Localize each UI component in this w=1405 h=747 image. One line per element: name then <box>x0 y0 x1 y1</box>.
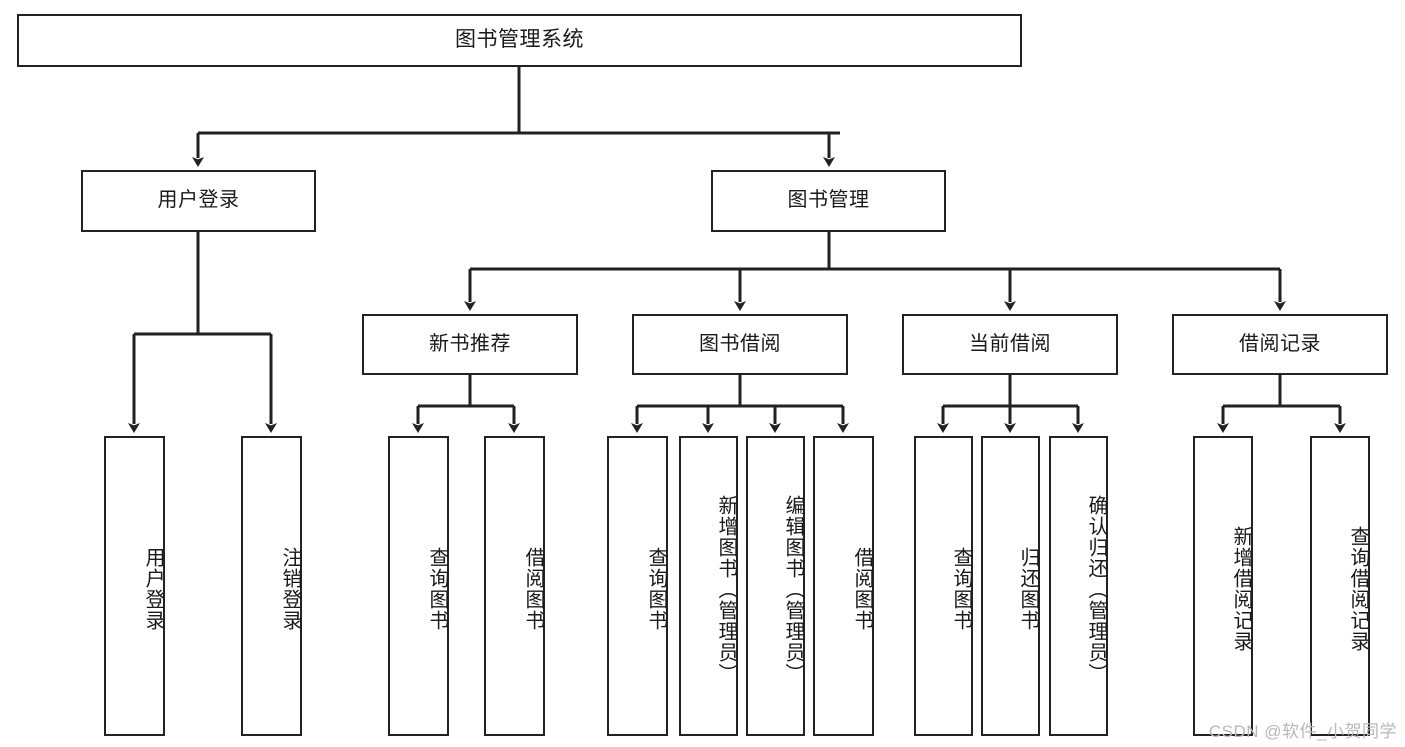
node-borrow-record[interactable]: 借阅记录 <box>1172 314 1388 375</box>
node-leaf-user-login[interactable]: 用户登录 <box>104 436 165 736</box>
node-leaf-add-book-label: 新增图书（管理员） <box>715 494 737 684</box>
node-leaf-user-logout-label: 注销登录 <box>279 547 301 631</box>
node-leaf-query-book-2-label: 查询图书 <box>645 547 667 631</box>
node-leaf-edit-book[interactable]: 编辑图书（管理员） <box>746 436 805 736</box>
node-leaf-borrow-book-1-label: 借阅图书 <box>522 547 544 631</box>
node-leaf-return-book-label: 归还图书 <box>1017 547 1039 631</box>
node-leaf-query-record[interactable]: 查询借阅记录 <box>1310 436 1370 736</box>
node-leaf-confirm-return[interactable]: 确认归还（管理员） <box>1049 436 1108 736</box>
node-leaf-query-book-2[interactable]: 查询图书 <box>607 436 668 736</box>
node-new-book-recommend[interactable]: 新书推荐 <box>362 314 578 375</box>
node-new-book-recommend-label: 新书推荐 <box>429 332 511 355</box>
node-leaf-add-record-label: 新增借阅记录 <box>1230 526 1252 652</box>
node-borrow-record-label: 借阅记录 <box>1239 332 1321 355</box>
node-leaf-edit-book-label: 编辑图书（管理员） <box>782 494 804 684</box>
node-leaf-add-record[interactable]: 新增借阅记录 <box>1193 436 1253 736</box>
node-user-login[interactable]: 用户登录 <box>81 170 316 232</box>
node-root-label: 图书管理系统 <box>455 28 584 52</box>
watermark: CSDN @软件_小贺同学 <box>1208 722 1397 741</box>
node-root[interactable]: 图书管理系统 <box>17 14 1022 67</box>
node-user-login-label: 用户登录 <box>157 189 240 212</box>
node-book-management[interactable]: 图书管理 <box>711 170 946 232</box>
node-leaf-borrow-book-1[interactable]: 借阅图书 <box>484 436 545 736</box>
node-leaf-borrow-book-2[interactable]: 借阅图书 <box>813 436 874 736</box>
node-leaf-query-book-3-label: 查询图书 <box>950 547 972 631</box>
node-leaf-query-book-1-label: 查询图书 <box>426 547 448 631</box>
node-book-borrow[interactable]: 图书借阅 <box>632 314 848 375</box>
node-current-borrow-label: 当前借阅 <box>969 332 1051 355</box>
node-leaf-query-book-1[interactable]: 查询图书 <box>388 436 449 736</box>
node-leaf-add-book[interactable]: 新增图书（管理员） <box>679 436 738 736</box>
node-leaf-borrow-book-2-label: 借阅图书 <box>851 547 873 631</box>
node-leaf-confirm-return-label: 确认归还（管理员） <box>1085 494 1107 684</box>
node-leaf-query-book-3[interactable]: 查询图书 <box>914 436 973 736</box>
node-book-management-label: 图书管理 <box>787 189 870 212</box>
node-leaf-return-book[interactable]: 归还图书 <box>981 436 1040 736</box>
node-book-borrow-label: 图书借阅 <box>699 332 781 355</box>
node-leaf-user-logout[interactable]: 注销登录 <box>241 436 302 736</box>
node-leaf-user-login-label: 用户登录 <box>142 547 164 631</box>
node-current-borrow[interactable]: 当前借阅 <box>902 314 1118 375</box>
node-leaf-query-record-label: 查询借阅记录 <box>1347 526 1369 652</box>
